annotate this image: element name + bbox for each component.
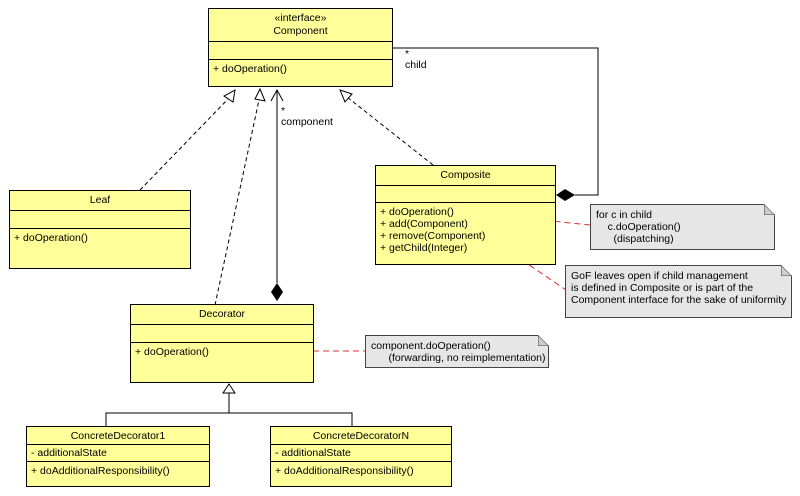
decorator-operation-note[interactable]: component.doOperation() (forwarding, no … [365,335,549,368]
decorator-class-header: Decorator [131,305,313,325]
component-class-name: Component [273,25,328,37]
composite-operation-note[interactable]: for c in child c.doOperation() (dispatch… [590,204,775,250]
composite-class-header: Composite [376,166,555,186]
component-role-label: component [281,116,333,128]
inheritance-arrowhead [222,383,236,394]
note-line: (dispatching) [596,233,674,245]
note-line: c.doOperation() [596,221,681,233]
component-interface-class[interactable]: «interface» Component + doOperation() [208,8,393,87]
composite-class[interactable]: Composite + doOperation() + add(Componen… [375,165,556,265]
concrete-decorator-1-attribute: - additionalState [31,447,107,459]
concrete-decorator-1-name: ConcreteDecorator1 [70,430,166,442]
note-fold-icon [538,335,549,346]
inheritance-tree-line [105,412,353,426]
note-fold-icon [781,265,792,276]
component-operation: + doOperation() [213,63,287,75]
child-multiplicity-label: * [405,48,410,60]
note-line: (forwarding, no reimplementation) [371,352,546,364]
composite-attributes-section [376,186,555,203]
decorator-realization-line [214,99,260,306]
leaf-operations-section: + doOperation() [10,229,190,244]
concrete-decorator-1-header: ConcreteDecorator1 [27,427,209,445]
composite-class-name: Composite [440,169,491,181]
leaf-realization-line [139,97,230,191]
component-stereotype: «interface» [274,12,327,24]
decorator-class[interactable]: Decorator + doOperation() [130,304,314,383]
concrete-decorator-n-operations-section: + doAdditionalResponsibility() [271,462,451,477]
leaf-realization-arrowhead [223,89,236,103]
decorator-composition-diamond [271,283,283,301]
note-line: for c in child [596,209,653,221]
component-association-arrowhead [270,88,284,102]
composite-operation: + add(Component) [380,218,468,230]
leaf-class-name: Leaf [89,194,111,206]
concrete-decorator-n-attribute: - additionalState [275,447,351,459]
composite-realization-line [346,96,434,166]
concrete-decorator-n-operation: + doAdditionalResponsibility() [275,465,414,477]
concrete-decorator-n-class[interactable]: ConcreteDecoratorN - additionalState + d… [270,426,452,487]
decorator-operations-section: + doOperation() [131,343,313,358]
decorator-realization-arrowhead [254,87,266,102]
note-fold-icon [764,204,775,215]
component-operations-section: + doOperation() [209,60,392,75]
concrete-decorator-n-header: ConcreteDecoratorN [271,427,451,445]
note-line: component.doOperation() [371,340,491,352]
composite-operation: + getChild(Integer) [380,242,468,254]
component-multiplicity-label: * [281,105,286,117]
child-association-line [393,47,599,196]
concrete-decorator-1-class[interactable]: ConcreteDecorator1 - additionalState + d… [26,426,210,487]
note-line: GoF leaves open if child management [571,270,748,282]
concrete-decorator-1-operations-section: + doAdditionalResponsibility() [27,462,209,477]
note-line: Component interface for the sake of unif… [571,294,787,306]
composite-realization-arrowhead [339,89,353,103]
decorator-operation: + doOperation() [135,346,209,358]
concrete-decorator-1-operation: + doAdditionalResponsibility() [31,465,170,477]
leaf-class[interactable]: Leaf + doOperation() [9,190,191,269]
composite-composition-diamond [556,189,575,201]
note-line: is defined in Composite or is part of th… [571,282,754,294]
concrete-decorator-n-attributes-section: - additionalState [271,445,451,462]
decorator-class-name: Decorator [198,308,246,320]
child-role-label: child [405,59,427,71]
leaf-attributes-section [10,211,190,229]
gof-note[interactable]: GoF leaves open if child management is d… [565,265,792,318]
component-class-header: «interface» Component [209,9,392,42]
component-attributes-section [209,42,392,60]
composite-operation: + remove(Component) [380,230,486,242]
composite-operations-section: + doOperation() + add(Component) + remov… [376,203,555,254]
leaf-class-header: Leaf [10,191,190,211]
concrete-decorator-1-attributes-section: - additionalState [27,445,209,462]
composite-operation: + doOperation() [380,206,454,218]
concrete-decorator-n-name: ConcreteDecoratorN [312,430,410,442]
decorator-attributes-section [131,325,313,343]
leaf-operation: + doOperation() [14,232,88,244]
